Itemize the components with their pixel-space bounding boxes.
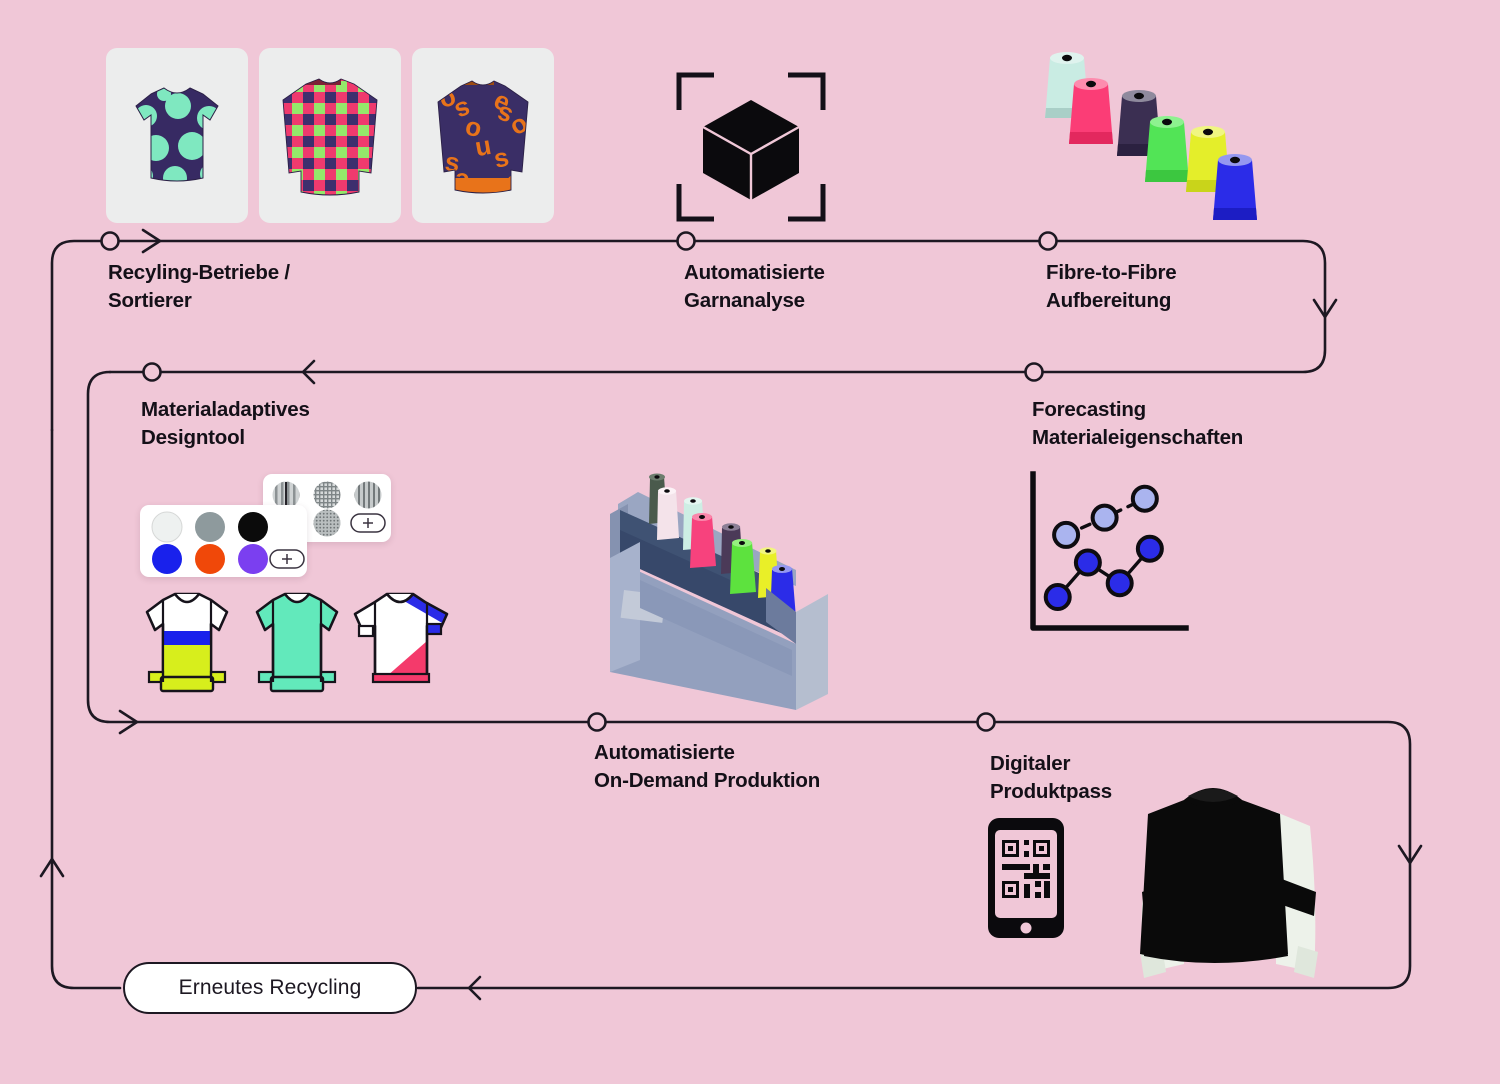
forecasting-chart xyxy=(1024,462,1192,640)
thumbnail-checkered-sweater xyxy=(259,48,401,223)
garment-white-band xyxy=(145,592,229,693)
arrow-row3-end xyxy=(1397,844,1423,865)
arrow-loop-back xyxy=(467,975,482,1001)
chart-point-1-1 xyxy=(1090,503,1119,532)
design-garments-icon xyxy=(145,592,449,693)
node-dot-garnanalyse xyxy=(676,231,696,251)
chart-point-1-2 xyxy=(1130,484,1159,513)
design-garments-group xyxy=(133,588,458,696)
letter-print-sweater-icon: o s e s e o n o s e s o o e xyxy=(422,80,529,222)
machine-cone-4 xyxy=(690,513,716,568)
chart-point-0-3 xyxy=(1135,534,1164,563)
erneutes-recycling-label: Erneutes Recycling xyxy=(178,976,362,999)
knitting-machine xyxy=(580,462,840,710)
arrow-row1-start xyxy=(141,228,162,254)
chart-point-0-1 xyxy=(1073,548,1102,577)
arrow-row3-start xyxy=(118,709,139,735)
svg-text:e: e xyxy=(468,190,487,222)
machine-cone-2 xyxy=(657,487,679,540)
yarn-cones-group xyxy=(1030,42,1280,232)
label-digitaler-produktpass: Digitaler Produktpass xyxy=(990,752,1112,804)
thumbnail-letter-print-sweater: o s e s e o n o s e s o o e xyxy=(412,48,554,223)
node-dot-designtool xyxy=(142,362,162,382)
chart-series-line-0 xyxy=(1056,547,1152,599)
label-forecasting: Forecasting Materialeigenschaften xyxy=(1032,398,1244,450)
forecast-line-chart xyxy=(1030,471,1189,631)
garment-mint xyxy=(255,592,339,693)
label-fibre-to-fibre: Fibre-to-Fibre Aufbereitung xyxy=(1046,261,1177,313)
node-dot-produktion xyxy=(587,712,607,732)
yarn-cones-icon xyxy=(1045,52,1257,220)
qr-code-tablet-icon xyxy=(988,818,1064,938)
checkered-sweater-icon xyxy=(282,78,378,196)
scan-cube-icon xyxy=(676,72,826,222)
chart-point-0-0 xyxy=(1043,583,1072,612)
garment-diagonal xyxy=(353,592,449,684)
svg-text:s: s xyxy=(443,146,462,178)
node-dot-fibre xyxy=(1038,231,1058,251)
chart-point-1-0 xyxy=(1052,520,1081,549)
svg-text:n: n xyxy=(473,134,494,166)
scan-cube-icon-wrap xyxy=(676,72,826,222)
svg-text:s: s xyxy=(491,142,511,174)
node-dot-forecasting xyxy=(1024,362,1044,382)
polka-dot-tee-icon xyxy=(135,87,219,182)
label-designtool: Materialadaptives Designtool xyxy=(141,398,310,450)
svg-text:e: e xyxy=(422,132,441,164)
node-dot-produktpass xyxy=(976,712,996,732)
qr-code-tablet xyxy=(988,818,1064,938)
color-swatch-panel[interactable] xyxy=(140,505,307,577)
erneutes-recycling-pill[interactable]: Erneutes Recycling xyxy=(123,962,417,1014)
arrow-return-up xyxy=(39,857,65,878)
label-on-demand-produktion: Automatisierte On-Demand Produktion xyxy=(594,741,821,793)
node-dot-recycling xyxy=(100,231,120,251)
machine-cone-6 xyxy=(730,539,756,594)
yarn-cone-6 xyxy=(1213,154,1257,220)
color-swatches[interactable] xyxy=(140,505,307,577)
label-garnanalyse: Automatisierte Garnanalyse xyxy=(684,261,825,313)
label-recycling-betriebe: Recyling-Betriebe / Sortierer xyxy=(108,261,290,313)
chart-point-0-2 xyxy=(1105,569,1134,598)
yarn-cone-4 xyxy=(1145,116,1189,182)
yarn-cone-2 xyxy=(1069,78,1113,144)
thumbnail-polka-dot-tee xyxy=(106,48,248,223)
knitting-machine-icon xyxy=(610,473,828,710)
svg-text:o: o xyxy=(463,111,485,144)
arrow-row2-start xyxy=(301,359,316,385)
